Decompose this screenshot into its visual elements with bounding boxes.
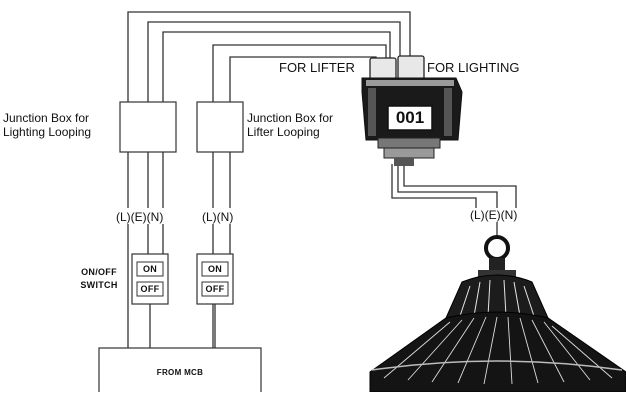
high-bay-lamp bbox=[369, 235, 626, 393]
junction-box-lighting-label: Junction Box for Lighting Looping bbox=[3, 111, 92, 139]
junction-box-lighting bbox=[119, 101, 177, 153]
junction-box-lifter-label: Junction Box for Lifter Looping bbox=[247, 111, 334, 139]
switch-lighting-on-label: ON bbox=[142, 264, 158, 274]
switch-lighting-off-label: OFF bbox=[140, 284, 160, 294]
lifter-controller-unit bbox=[361, 55, 463, 166]
lamp-feed-wires bbox=[391, 164, 517, 236]
lamp-terminals-label: (L)(E)(N) bbox=[470, 208, 518, 222]
lighting-terminals-label: (L)(E)(N) bbox=[116, 210, 164, 224]
mcb-label: FROM MCB bbox=[156, 368, 204, 377]
switch-lifter-on-label: ON bbox=[207, 264, 223, 274]
lifter-terminals-label: (L)(N) bbox=[202, 210, 234, 224]
for-lifter-label: FOR LIFTER bbox=[279, 60, 355, 75]
junction-box-lifter bbox=[196, 101, 244, 153]
switch-lifter bbox=[196, 253, 234, 305]
lighting-wires bbox=[127, 11, 411, 350]
for-lighting-label: FOR LIGHTING bbox=[427, 60, 520, 75]
switch-caption: ON/OFF SWITCH bbox=[80, 267, 118, 290]
switch-lighting bbox=[131, 253, 169, 305]
controller-code-display: 001 bbox=[395, 108, 425, 127]
lifter-wires bbox=[212, 44, 387, 350]
switch-lifter-off-label: OFF bbox=[205, 284, 225, 294]
